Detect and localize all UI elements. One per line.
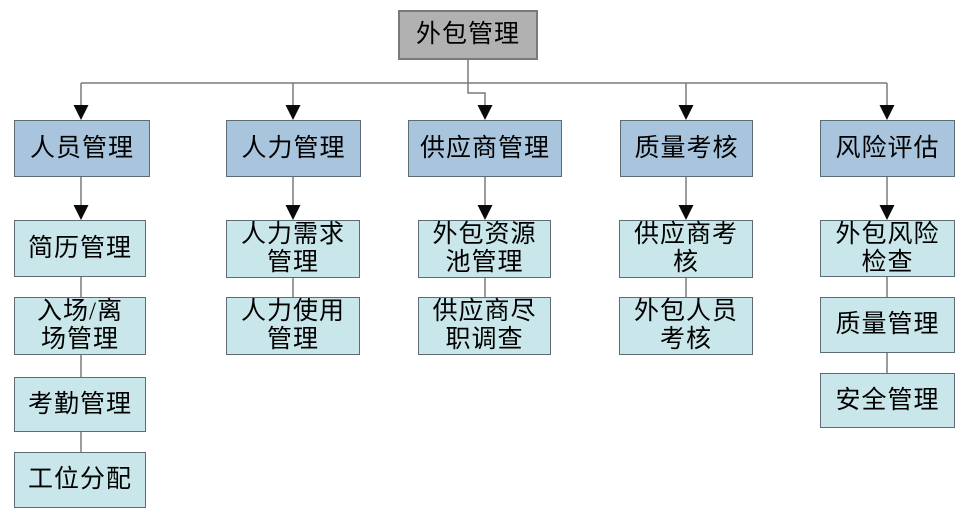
leaf-outsourced-staff-assessment: 外包人员 考核 xyxy=(619,297,753,355)
leaf-manpower-demand-mgmt: 人力需求 管理 xyxy=(226,220,360,278)
arrowhead-icon xyxy=(73,205,89,220)
arrowhead-icon xyxy=(477,205,493,220)
arrowhead-icon xyxy=(879,105,895,120)
leaf-resource-pool-mgmt: 外包资源 池管理 xyxy=(418,220,551,278)
leaf-supplier-assessment: 供应商考 核 xyxy=(619,220,753,278)
arrowhead-icon xyxy=(678,105,694,120)
leaf-quality-mgmt: 质量管理 xyxy=(820,297,955,353)
branch-manpower-mgmt: 人力管理 xyxy=(226,120,361,177)
leaf-entry-exit-mgmt: 入场/离 场管理 xyxy=(14,297,146,355)
leaf-supplier-due-diligence: 供应商尽 职调查 xyxy=(418,297,551,355)
branch-risk-assessment: 风险评估 xyxy=(820,120,955,177)
branch-supplier-mgmt: 供应商管理 xyxy=(408,120,562,177)
arrowhead-icon xyxy=(678,205,694,220)
leaf-resume-mgmt: 简历管理 xyxy=(14,220,146,277)
branch-quality-assessment: 质量考核 xyxy=(620,120,753,177)
root-stem-line xyxy=(467,60,486,106)
arrowhead-icon xyxy=(285,105,301,120)
arrowhead-icon xyxy=(477,105,493,120)
root-node-outsourcing-mgmt: 外包管理 xyxy=(398,10,538,60)
arrowhead-icon xyxy=(73,105,89,120)
leaf-manpower-usage-mgmt: 人力使用 管理 xyxy=(226,297,360,355)
leaf-security-mgmt: 安全管理 xyxy=(820,373,955,428)
leaf-workstation-allocation: 工位分配 xyxy=(14,452,146,508)
arrowhead-icon xyxy=(879,205,895,220)
leaf-attendance-mgmt: 考勤管理 xyxy=(14,377,146,432)
arrowhead-icon xyxy=(285,205,301,220)
branch-personnel-mgmt: 人员管理 xyxy=(14,120,150,177)
leaf-outsourcing-risk-check: 外包风险 检查 xyxy=(820,220,955,277)
